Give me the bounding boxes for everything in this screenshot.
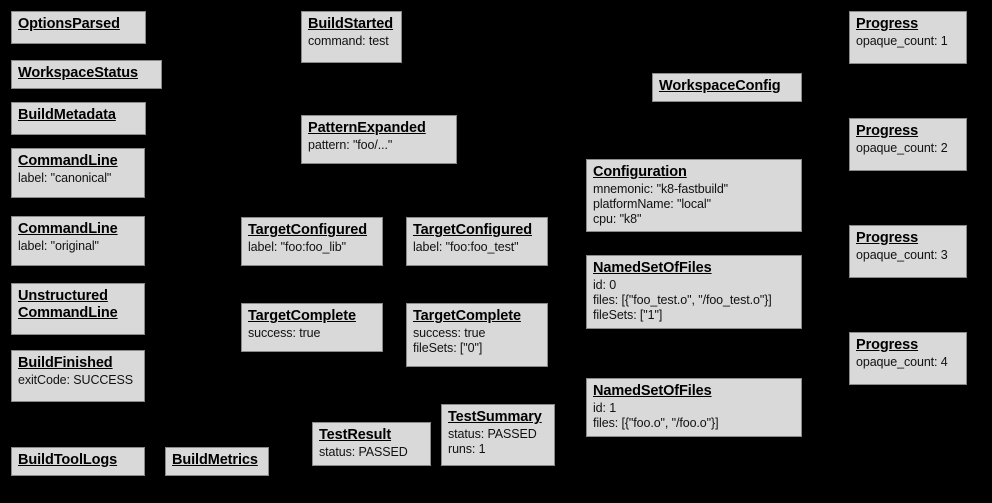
node-workspace-config[interactable]: WorkspaceConfig bbox=[652, 73, 802, 102]
node-fields: status: PASSED bbox=[319, 445, 424, 460]
node-title: TargetComplete bbox=[248, 308, 356, 324]
node-command-line-canonical[interactable]: CommandLine label: "canonical" bbox=[11, 148, 145, 198]
node-field: status: PASSED bbox=[319, 445, 408, 459]
node-fields: success: true bbox=[248, 326, 376, 341]
node-title: TestSummary bbox=[448, 409, 542, 425]
node-title: TargetConfigured bbox=[248, 222, 367, 238]
node-field: exitCode: SUCCESS bbox=[18, 373, 134, 387]
node-progress-3[interactable]: Progress opaque_count: 3 bbox=[849, 225, 967, 278]
node-fields: pattern: "foo/..." bbox=[308, 138, 450, 153]
node-build-finished[interactable]: BuildFinished exitCode: SUCCESS bbox=[11, 350, 145, 402]
node-title: BuildToolLogs bbox=[18, 452, 118, 468]
node-field: label: "canonical" bbox=[18, 171, 112, 185]
node-pattern-expanded[interactable]: PatternExpanded pattern: "foo/..." bbox=[301, 115, 457, 164]
node-title: CommandLine bbox=[18, 153, 118, 169]
node-fields: mnemonic: "k8-fastbuild"platformName: "l… bbox=[593, 182, 795, 227]
node-fields: opaque_count: 2 bbox=[856, 141, 960, 156]
node-field: platformName: "local" bbox=[593, 197, 711, 211]
node-field: opaque_count: 3 bbox=[856, 248, 948, 262]
node-options-parsed[interactable]: OptionsParsed bbox=[11, 11, 146, 44]
node-title: BuildMetadata bbox=[18, 107, 116, 123]
node-title: Configuration bbox=[593, 164, 687, 180]
node-title: OptionsParsed bbox=[18, 16, 120, 32]
node-test-result[interactable]: TestResult status: PASSED bbox=[312, 422, 431, 466]
node-field: command: test bbox=[308, 34, 389, 48]
node-build-metadata[interactable]: BuildMetadata bbox=[11, 102, 146, 135]
node-fields: label: "foo:foo_lib" bbox=[248, 240, 376, 255]
node-field: label: "original" bbox=[18, 239, 99, 253]
node-field: pattern: "foo/..." bbox=[308, 138, 393, 152]
node-field: files: [{"foo.o", "/foo.o"}] bbox=[593, 416, 719, 430]
node-field: id: 0 bbox=[593, 278, 617, 292]
node-field: files: [{"foo_test.o", "/foo_test.o"}] bbox=[593, 293, 772, 307]
node-build-started[interactable]: BuildStarted command: test bbox=[301, 11, 402, 63]
node-fields: opaque_count: 1 bbox=[856, 34, 960, 49]
node-field: success: true bbox=[248, 326, 321, 340]
node-title: CommandLine bbox=[18, 221, 118, 237]
node-field: fileSets: ["1"] bbox=[593, 308, 663, 322]
node-field: id: 1 bbox=[593, 401, 617, 415]
node-field: success: true bbox=[413, 326, 486, 340]
node-progress-2[interactable]: Progress opaque_count: 2 bbox=[849, 118, 967, 171]
node-title: TargetConfigured bbox=[413, 222, 532, 238]
node-build-tool-logs[interactable]: BuildToolLogs bbox=[11, 447, 145, 476]
node-field: opaque_count: 2 bbox=[856, 141, 948, 155]
node-field: fileSets: ["0"] bbox=[413, 341, 483, 355]
node-fields: label: "original" bbox=[18, 239, 138, 254]
node-target-configured-foo-test[interactable]: TargetConfigured label: "foo:foo_test" bbox=[406, 217, 548, 266]
node-fields: exitCode: SUCCESS bbox=[18, 373, 138, 388]
node-title: NamedSetOfFiles bbox=[593, 260, 712, 276]
node-configuration[interactable]: Configuration mnemonic: "k8-fastbuild"pla… bbox=[586, 159, 802, 232]
node-fields: opaque_count: 4 bbox=[856, 355, 960, 370]
node-title: Progress bbox=[856, 16, 919, 32]
node-title: BuildMetrics bbox=[172, 452, 258, 468]
node-fields: command: test bbox=[308, 34, 395, 49]
node-fields: opaque_count: 3 bbox=[856, 248, 960, 263]
node-target-configured-foo-lib[interactable]: TargetConfigured label: "foo:foo_lib" bbox=[241, 217, 383, 266]
node-build-metrics[interactable]: BuildMetrics bbox=[165, 447, 269, 476]
node-title: WorkspaceConfig bbox=[659, 78, 781, 94]
node-field: runs: 1 bbox=[448, 442, 486, 456]
node-title: Unstructured CommandLine bbox=[18, 288, 118, 321]
node-field: cpu: "k8" bbox=[593, 212, 642, 226]
node-progress-1[interactable]: Progress opaque_count: 1 bbox=[849, 11, 967, 64]
node-field: label: "foo:foo_test" bbox=[413, 240, 519, 254]
node-title: PatternExpanded bbox=[308, 120, 426, 136]
node-field: status: PASSED bbox=[448, 427, 537, 441]
node-title: WorkspaceStatus bbox=[18, 65, 138, 81]
node-field: mnemonic: "k8-fastbuild" bbox=[593, 182, 729, 196]
node-field: opaque_count: 4 bbox=[856, 355, 948, 369]
node-title: Progress bbox=[856, 337, 919, 353]
node-title: TestResult bbox=[319, 427, 392, 443]
node-title: Progress bbox=[856, 230, 919, 246]
node-target-complete-lib[interactable]: TargetComplete success: true bbox=[241, 303, 383, 352]
node-title: Progress bbox=[856, 123, 919, 139]
node-title: BuildStarted bbox=[308, 16, 394, 32]
node-unstructured-command-line[interactable]: Unstructured CommandLine bbox=[11, 283, 145, 335]
node-field: label: "foo:foo_lib" bbox=[248, 240, 346, 254]
node-fields: label: "canonical" bbox=[18, 171, 138, 186]
node-workspace-status[interactable]: WorkspaceStatus bbox=[11, 60, 162, 89]
node-field: opaque_count: 1 bbox=[856, 34, 948, 48]
node-title: NamedSetOfFiles bbox=[593, 383, 712, 399]
node-title: TargetComplete bbox=[413, 308, 521, 324]
node-progress-4[interactable]: Progress opaque_count: 4 bbox=[849, 332, 967, 385]
node-title: BuildFinished bbox=[18, 355, 113, 371]
node-command-line-original[interactable]: CommandLine label: "original" bbox=[11, 216, 145, 266]
node-fields: label: "foo:foo_test" bbox=[413, 240, 541, 255]
